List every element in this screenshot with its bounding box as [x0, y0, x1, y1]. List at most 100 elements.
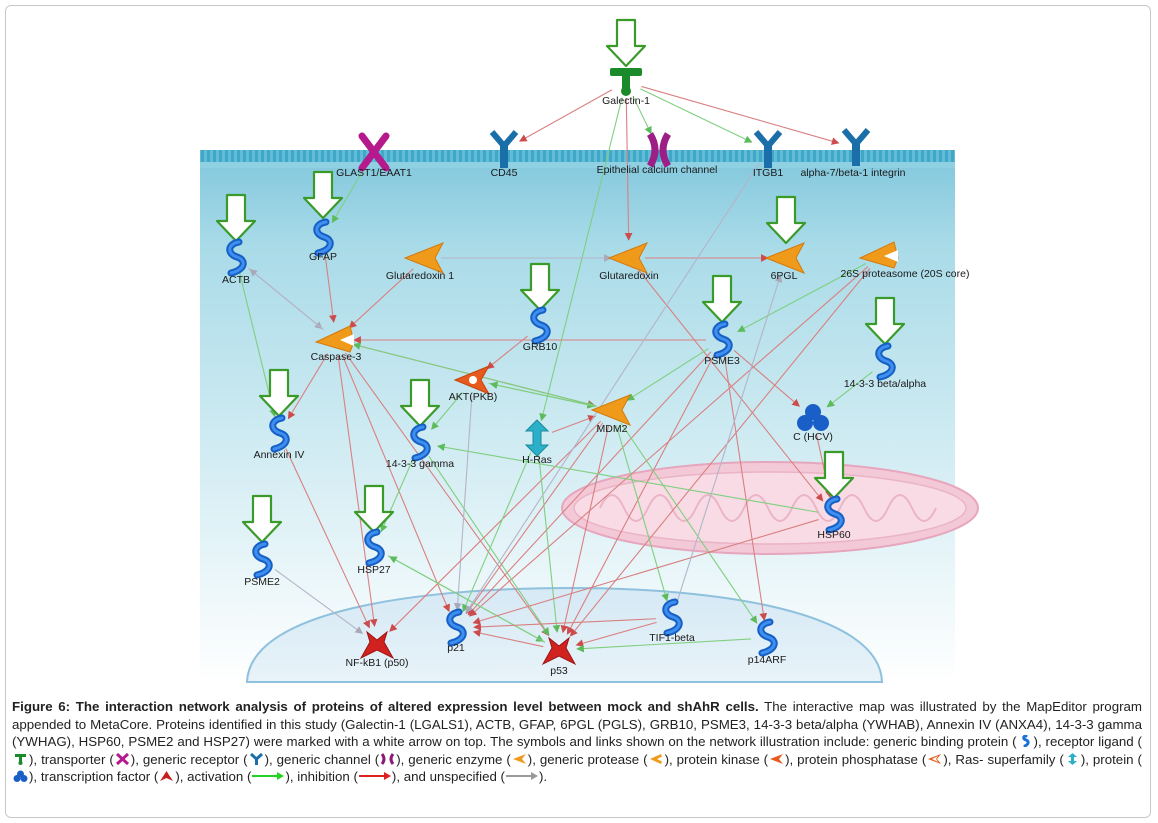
edge-psme3-hcv: [733, 349, 800, 407]
interaction-edges: [239, 85, 873, 653]
edge-psme3-p21: [467, 351, 712, 616]
protein-icon: [797, 404, 829, 431]
edge-proteasome-p53: [569, 268, 871, 637]
node-itgb1: ITGB1: [753, 130, 784, 179]
edge-psme3-p14arf: [723, 355, 768, 621]
marker-arrow-pgl6: [765, 195, 807, 245]
marker-arrow-psme2: [241, 494, 283, 544]
edge-mdm2-akt: [489, 381, 597, 408]
node-label-annexin: Annexin IV: [254, 449, 305, 461]
binding-protein-icon: [446, 608, 467, 647]
legend-inhibition-arrow-icon: [358, 772, 391, 781]
node-label-epichan: Epithelial calcium channel: [597, 164, 718, 176]
generic-receptor-icon: [841, 128, 871, 166]
marker-arrow-annexin: [258, 368, 300, 418]
node-ywhag: 14-3-3 gamma: [386, 423, 454, 470]
marker-arrow-ywhag: [399, 378, 441, 428]
node-label-caspase3: Caspase-3: [311, 351, 362, 363]
node-label-alpha7: alpha-7/beta-1 integrin: [800, 167, 905, 179]
legend-protein-icon: [13, 770, 28, 783]
node-glast: GLAST1/EAAT1: [336, 132, 412, 179]
legend-transporter-icon: [115, 752, 129, 765]
caption-body: The interactive map was illustrated by t…: [12, 699, 1142, 750]
node-label-glutaredoxin: Glutaredoxin: [599, 270, 659, 282]
node-p14arf: p14ARF: [748, 618, 787, 666]
transporter-icon: [358, 132, 390, 172]
caption-text-10: ), protein (: [1080, 751, 1142, 767]
marker-arrow-psme3: [701, 274, 743, 324]
edge-galectin1-alpha7: [641, 85, 840, 145]
caption-text-7: ), protein kinase (: [664, 751, 769, 767]
node-label-cd45: CD45: [491, 167, 518, 179]
marker-arrow-grb10: [519, 262, 561, 312]
node-label-actb: ACTB: [222, 274, 250, 286]
legend-ras-superfamily-icon: [1067, 752, 1077, 765]
node-annexin: Annexin IV: [254, 414, 305, 461]
generic-protease-icon: [314, 325, 355, 353]
binding-protein-icon: [410, 423, 431, 462]
node-pgl6: 6PGL: [764, 242, 806, 282]
edge-p14arf-p53: [576, 638, 752, 653]
binding-protein-icon: [662, 598, 683, 637]
edge-annexin-nfkb1: [285, 448, 370, 629]
edge-ywhab-hcv: [826, 371, 873, 408]
edge-itgb1-p21: [465, 163, 760, 614]
node-alpha7: alpha-7/beta-1 integrin: [800, 128, 906, 179]
node-tif1b: TIF1-beta: [649, 598, 695, 644]
node-p21: p21: [446, 608, 467, 654]
identified-protein-markers: [215, 18, 906, 544]
node-mdm2: MDM2: [590, 394, 632, 435]
marker-arrow-gfap: [302, 170, 344, 220]
node-hcv: C (HCV): [793, 404, 833, 443]
node-hras: H-Ras: [522, 419, 552, 466]
edge-psme3-mdm2: [626, 348, 709, 401]
node-label-hsp60: HSP60: [817, 529, 850, 541]
caption-text-9: ), Ras- superfamily (: [943, 751, 1064, 767]
node-cd45: CD45: [489, 130, 519, 179]
node-label-p14arf: p14ARF: [748, 654, 787, 666]
node-caspase3: Caspase-3: [311, 325, 362, 363]
figure-caption: Figure 6: The interaction network analys…: [12, 698, 1142, 786]
edge-gfap-caspase3: [324, 253, 337, 323]
legend-generic-protease-icon: [649, 753, 663, 764]
edge-hsp60-ywhag: [436, 443, 819, 513]
generic-enzyme-icon: [403, 242, 445, 274]
node-proteasome: 26S proteasome (20S core): [841, 241, 970, 280]
edge-hras-mdm2: [551, 415, 596, 433]
edge-tif1b-p21: [473, 618, 657, 631]
node-label-itgb1: ITGB1: [753, 167, 784, 179]
node-akt: AKT(PKB): [449, 364, 497, 403]
node-label-hras: H-Ras: [522, 454, 552, 466]
receptor-ligand-icon: [610, 68, 642, 96]
node-label-psme2: PSME2: [244, 576, 280, 588]
edge-galectin1-epichan: [632, 96, 652, 135]
generic-enzyme-icon: [590, 394, 632, 426]
edge-p53-hsp27: [389, 556, 546, 643]
node-label-psme3: PSME3: [704, 355, 740, 367]
edge-glutaredoxin1-caspase3: [348, 268, 414, 329]
binding-protein-icon: [269, 414, 290, 453]
binding-protein-icon: [530, 306, 551, 345]
caption-text-2: ), transporter (: [29, 751, 114, 767]
edge-hsp60-p21: [472, 519, 819, 625]
generic-channel-icon: [646, 132, 672, 168]
transcription-factor-icon: [359, 630, 395, 660]
edge-grb10-akt: [486, 335, 528, 370]
legend-receptor-ligand-icon: [15, 753, 26, 765]
edge-mdm2-p21: [466, 422, 604, 614]
node-glutaredoxin1: Glutaredoxin 1: [386, 242, 454, 282]
caption-text-14: ), and unspecified (: [391, 769, 505, 785]
edge-proteasome-p21: [468, 266, 869, 617]
node-label-nfkb1: NF-kB1 (p50): [345, 657, 408, 669]
node-label-proteasome: 26S proteasome (20S core): [841, 268, 970, 280]
legend-binding-protein-icon: [1021, 735, 1030, 748]
legend-transcription-factor-icon: [160, 771, 174, 782]
binding-protein-icon: [757, 618, 778, 657]
generic-protease-icon: [858, 241, 899, 269]
node-galectin1: Galectin-1: [602, 68, 650, 107]
node-label-gfap: GFAP: [309, 251, 337, 263]
node-nfkb1: NF-kB1 (p50): [345, 630, 409, 669]
node-label-tif1b: TIF1-beta: [649, 632, 695, 644]
edge-galectin1-cd45: [519, 89, 613, 142]
binding-protein-icon: [712, 320, 733, 359]
